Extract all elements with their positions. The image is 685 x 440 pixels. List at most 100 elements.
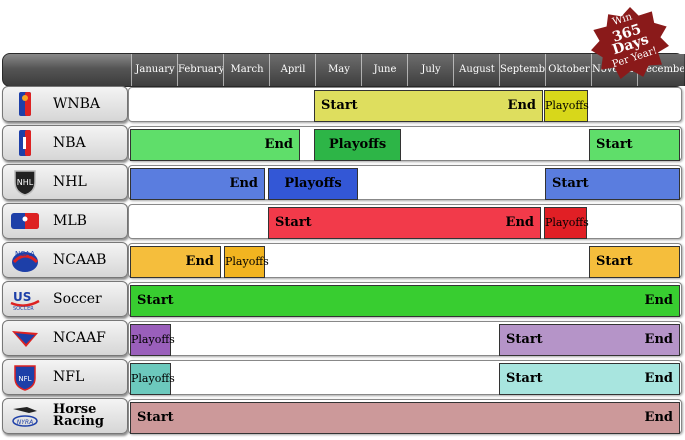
season-track: Playoffs Start End <box>128 321 682 356</box>
season-end-label: End <box>185 254 214 269</box>
season-end-label: End <box>644 293 673 308</box>
season-track: Start End Playoffs <box>128 204 682 239</box>
season-start-label: Start <box>506 332 543 347</box>
us-soccer-logo-icon: US SOCCER <box>9 285 41 313</box>
playoffs-bar[interactable]: Playoffs <box>544 90 589 122</box>
league-name-line2: Racing <box>53 414 104 429</box>
svg-text:US: US <box>13 290 31 304</box>
nhl-logo-icon: NHL <box>9 168 41 196</box>
season-track: Start End Playoffs <box>128 87 682 122</box>
season-bar[interactable]: Start End <box>499 324 680 356</box>
svg-text:SOCCER: SOCCER <box>13 306 34 311</box>
playoffs-label: Playoffs <box>284 176 342 191</box>
season-track: Start End <box>128 282 682 317</box>
season-end-label: End <box>644 332 673 347</box>
league-row-mlb: MLB Start End Playoffs <box>0 203 685 241</box>
league-label[interactable]: NFL NFL <box>2 359 128 395</box>
playoffs-bar[interactable]: Playoffs <box>224 246 269 278</box>
season-track: End Playoffs Start <box>128 126 682 161</box>
svg-text:NYRA: NYRA <box>17 419 33 426</box>
month-july: July <box>407 54 455 86</box>
season-end-label: End <box>507 98 536 113</box>
mlb-logo-icon <box>9 207 41 235</box>
league-name: NHL <box>53 174 87 190</box>
league-label[interactable]: NHL NHL <box>2 164 128 200</box>
ncaa-football-logo-icon <box>9 324 41 352</box>
playoffs-label: Playoffs <box>545 216 589 229</box>
playoffs-bar[interactable]: Playoffs <box>130 324 175 356</box>
season-bar[interactable]: Start <box>589 129 680 161</box>
league-name: NFL <box>53 369 85 385</box>
season-start-label: Start <box>596 254 633 269</box>
month-august: August <box>453 54 501 86</box>
month-may: May <box>315 54 363 86</box>
season-end-label: End <box>644 371 673 386</box>
season-bar[interactable]: End <box>130 168 265 200</box>
month-january: January <box>131 54 179 86</box>
season-bar[interactable]: End <box>130 246 221 278</box>
season-bar[interactable]: Start End <box>268 207 541 239</box>
season-bar[interactable]: End <box>130 129 300 161</box>
league-name: NCAAB <box>53 252 107 268</box>
season-end-label: End <box>505 215 534 230</box>
season-end-label: End <box>644 410 673 425</box>
nyra-logo-icon: NYRA <box>9 402 41 430</box>
season-start-label: Start <box>596 137 633 152</box>
wnba-logo-icon <box>9 90 41 118</box>
month-february: February <box>177 54 225 86</box>
league-row-nhl: NHL NHL End Playoffs Start <box>0 164 685 202</box>
season-bar[interactable]: Start <box>545 168 680 200</box>
league-name: NCAAF <box>53 330 106 346</box>
nba-logo-icon <box>9 129 41 157</box>
month-june: June <box>361 54 409 86</box>
league-name: NBA <box>53 135 86 151</box>
svg-text:NFL: NFL <box>18 375 31 383</box>
season-track: Start End <box>128 399 682 434</box>
month-september: September <box>499 54 547 86</box>
month-april: April <box>269 54 317 86</box>
svg-text:NHL: NHL <box>17 178 34 187</box>
league-label[interactable]: MLB <box>2 203 128 239</box>
playoffs-bar[interactable]: Playoffs <box>314 129 401 161</box>
playoffs-bar[interactable]: Playoffs <box>268 168 358 200</box>
league-label[interactable]: NBA <box>2 125 128 161</box>
league-row-wnba: WNBA Start End Playoffs <box>0 86 685 124</box>
league-name-line1: Horse <box>53 402 97 417</box>
season-start-label: Start <box>137 410 174 425</box>
season-start-label: Start <box>552 176 589 191</box>
season-bar[interactable]: Start End <box>130 285 680 317</box>
playoffs-bar[interactable]: Playoffs <box>544 207 589 239</box>
league-row-ncaab: NCAA NCAAB End Playoffs Start <box>0 242 685 280</box>
season-bar[interactable]: Start End <box>130 402 680 434</box>
league-name: MLB <box>53 213 87 229</box>
playoffs-label: Playoffs <box>131 333 175 346</box>
svg-text:NCAA: NCAA <box>15 250 35 258</box>
month-march: March <box>223 54 271 86</box>
season-track: End Playoffs Start <box>128 243 682 278</box>
ncaa-logo-icon: NCAA <box>9 246 41 274</box>
league-label[interactable]: NCAAF <box>2 320 128 356</box>
playoffs-bar[interactable]: Playoffs <box>130 363 175 395</box>
season-start-label: Start <box>275 215 312 230</box>
season-start-label: Start <box>321 98 358 113</box>
league-label[interactable]: NCAA NCAAB <box>2 242 128 278</box>
season-track: End Playoffs Start <box>128 165 682 200</box>
league-name: WNBA <box>53 96 101 112</box>
season-bar[interactable]: Start <box>589 246 680 278</box>
season-start-label: Start <box>137 293 174 308</box>
month-oktober: Oktober <box>545 54 593 86</box>
season-bar[interactable]: Start End <box>314 90 543 122</box>
league-row-nba: NBA End Playoffs Start <box>0 125 685 163</box>
playoffs-label: Playoffs <box>545 99 589 112</box>
season-end-label: End <box>264 137 293 152</box>
league-label[interactable]: WNBA <box>2 86 128 122</box>
